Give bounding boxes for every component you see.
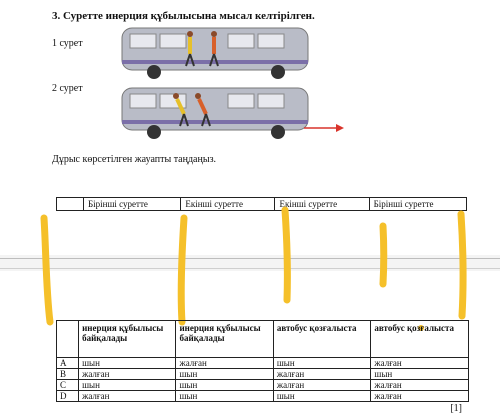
passengers-leaning-icon: [173, 93, 211, 127]
picture-1-label: 1 сурет: [52, 38, 83, 49]
scan-line: [0, 258, 500, 259]
bottom-table-header-2: инерция құбылысы байқалады: [175, 320, 274, 358]
table-cell: жалған: [370, 357, 469, 369]
option-letter: D: [55, 390, 80, 402]
table-cell: жалған: [370, 379, 469, 391]
bottom-table-empty-cell: [55, 320, 80, 358]
table-cell: шын: [78, 357, 177, 369]
highlight-stroke: [281, 206, 291, 304]
highlight-stroke: [379, 222, 388, 288]
question-title: 3. Суретте инерция құбылысына мысал келт…: [52, 10, 315, 22]
scan-line: [0, 268, 500, 269]
highlight-stroke: [177, 214, 188, 326]
table-row[interactable]: B жалған шын жалған шын: [55, 368, 469, 380]
top-table-header-2: Екінші суретте: [180, 197, 276, 211]
table-cell: жалған: [272, 368, 372, 380]
bottom-answer-table: инерция құбылысы байқалады инерция құбыл…: [55, 320, 469, 402]
highlight-stroke: [40, 214, 54, 326]
mark-reference: [1]: [450, 403, 462, 414]
picture-2-label: 2 сурет: [52, 83, 83, 94]
bottom-table-header-3: автобус қозғалыста: [272, 320, 372, 358]
top-answer-table: Бірінші суретте Екінші суретте Екінші су…: [56, 197, 468, 211]
option-letter: C: [55, 379, 80, 391]
instruction-text: Дұрыс көрсетілген жауапты таңдаңыз.: [52, 154, 217, 165]
table-cell: шын: [272, 390, 372, 402]
bus-picture-2: [121, 87, 344, 139]
top-table-header-1: Бірінші суретте: [82, 197, 182, 211]
option-letter: B: [55, 368, 80, 380]
highlight-stroke: [457, 210, 467, 320]
top-table-header-4: Бірінші суретте: [368, 197, 468, 211]
table-cell: шын: [175, 390, 274, 402]
table-cell: жалған: [272, 379, 372, 391]
top-table-header-3: Екінші суретте: [274, 197, 370, 211]
table-cell: жалған: [78, 390, 177, 402]
table-cell: жалған: [175, 357, 274, 369]
table-cell: шын: [370, 368, 469, 380]
table-cell: шын: [175, 379, 274, 391]
option-letter: A: [55, 357, 80, 369]
table-cell: жалған: [78, 368, 177, 380]
bottom-table-header-4: автобус қозғалыста: [370, 320, 469, 358]
table-cell: жалған: [370, 390, 469, 402]
table-row[interactable]: A шын жалған шын жалған: [55, 357, 469, 369]
passengers-upright-icon: [185, 31, 219, 67]
table-row[interactable]: D жалған шын шын жалған: [55, 390, 469, 402]
table-row[interactable]: C шын шын жалған жалған: [55, 379, 469, 391]
table-cell: шын: [272, 357, 372, 369]
table-cell: шын: [78, 379, 177, 391]
bus-picture-1: [121, 27, 309, 79]
motion-arrow-icon: [304, 124, 344, 132]
scan-gap: [0, 255, 500, 271]
bottom-table-header-1: инерция құбылысы байқалады: [78, 320, 177, 358]
table-cell: шын: [175, 368, 274, 380]
